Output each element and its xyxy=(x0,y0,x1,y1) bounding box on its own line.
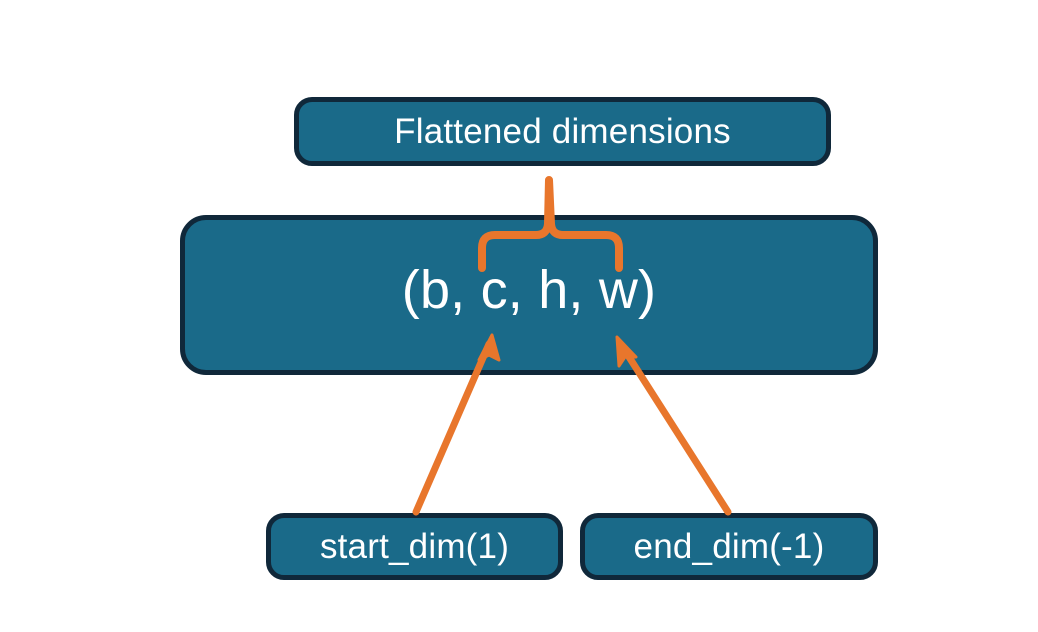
flattened-dimensions-label: Flattened dimensions xyxy=(394,111,731,151)
end-dim-label: end_dim(-1) xyxy=(633,526,825,566)
start-dim-box: start_dim(1) xyxy=(266,513,563,580)
flattened-dimensions-box: Flattened dimensions xyxy=(294,97,831,166)
end-dim-box: end_dim(-1) xyxy=(580,513,878,580)
tensor-shape-label: (b, c, h, w) xyxy=(401,260,657,320)
start-dim-label: start_dim(1) xyxy=(319,526,510,566)
tensor-shape-box: (b, c, h, w) xyxy=(180,215,878,375)
